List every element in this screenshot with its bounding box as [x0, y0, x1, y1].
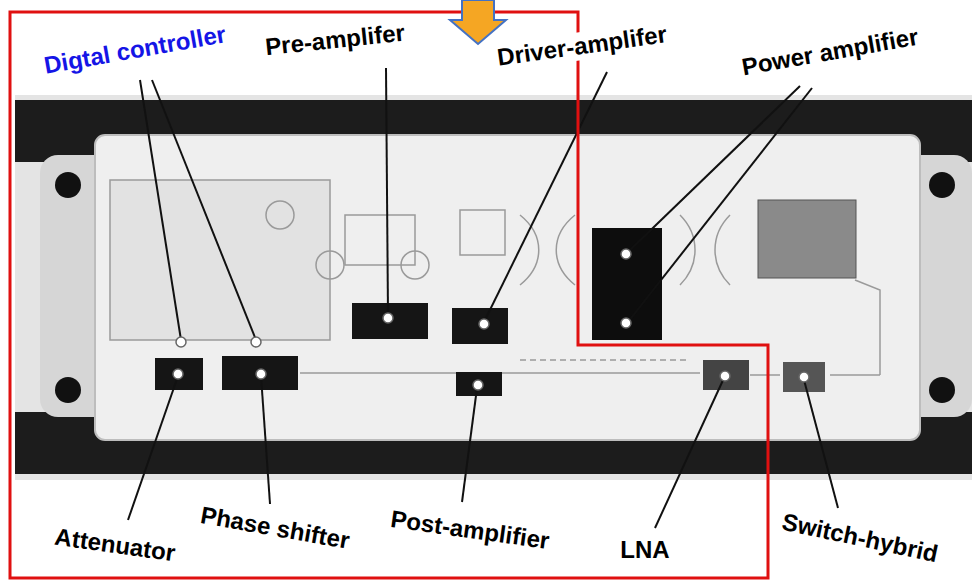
mount-hole [55, 172, 81, 198]
leader-line [628, 88, 812, 322]
part-label: Phase shifter [195, 501, 354, 556]
part-label: Power amplifier [737, 22, 924, 82]
leader-line [462, 388, 477, 502]
lna-chip [703, 360, 749, 390]
part-label: Pre-amplifer [261, 18, 409, 61]
board-pad [345, 215, 415, 265]
leader-line [261, 376, 270, 504]
leader-dot [473, 380, 483, 390]
leader-dot [251, 337, 261, 347]
leader-line [484, 72, 607, 322]
capacitor-symbol [316, 251, 344, 279]
part-label: Switch-hybrid [777, 507, 944, 569]
leader-dot [176, 337, 186, 347]
leader-dots [173, 249, 809, 390]
part-label: Driver-amplifer [493, 20, 672, 72]
microstrip-line [520, 215, 575, 285]
leader-line [804, 380, 838, 508]
down-arrow [450, 0, 506, 44]
board-pad [460, 210, 505, 255]
photo-ground [15, 95, 972, 480]
circulator-block [758, 200, 856, 278]
switch-hybrid-chip [783, 362, 825, 392]
capacitor-symbol [266, 201, 294, 229]
controller-board [110, 180, 330, 340]
leader-line [655, 378, 724, 528]
leader-dot [479, 319, 489, 329]
part-label: Digtal controller [39, 20, 231, 81]
leader-dot [621, 249, 631, 259]
leader-lines [128, 68, 838, 528]
leader-dot [621, 318, 631, 328]
mount-hole [929, 172, 955, 198]
highlight-outline [10, 12, 768, 578]
housing-cavity [95, 135, 920, 440]
leader-line [386, 68, 388, 315]
pre-amplifier-chip [352, 303, 428, 339]
driver-amplifier-chip [452, 308, 508, 344]
mount-hole [929, 377, 955, 403]
leader-dot [383, 313, 393, 323]
leader-line [628, 86, 800, 252]
leader-dot [799, 372, 809, 382]
leader-dot [173, 369, 183, 379]
part-label: Post-amplifier [386, 505, 554, 556]
leader-line [152, 80, 256, 340]
mount-hole [55, 377, 81, 403]
leader-dot [256, 369, 266, 379]
leader-line [140, 80, 181, 340]
part-label: Attenuator [50, 522, 180, 567]
chips [155, 200, 856, 396]
leader-dot [720, 371, 730, 381]
leader-line [128, 376, 178, 520]
bias-line [520, 359, 690, 361]
part-label: LNA [617, 536, 672, 564]
module-housing [15, 95, 972, 480]
post-amplifier-chip [456, 372, 502, 396]
attenuator-chip [155, 358, 203, 390]
power-amplifier-chip [592, 228, 662, 340]
phase-shifter-chip [222, 356, 298, 390]
